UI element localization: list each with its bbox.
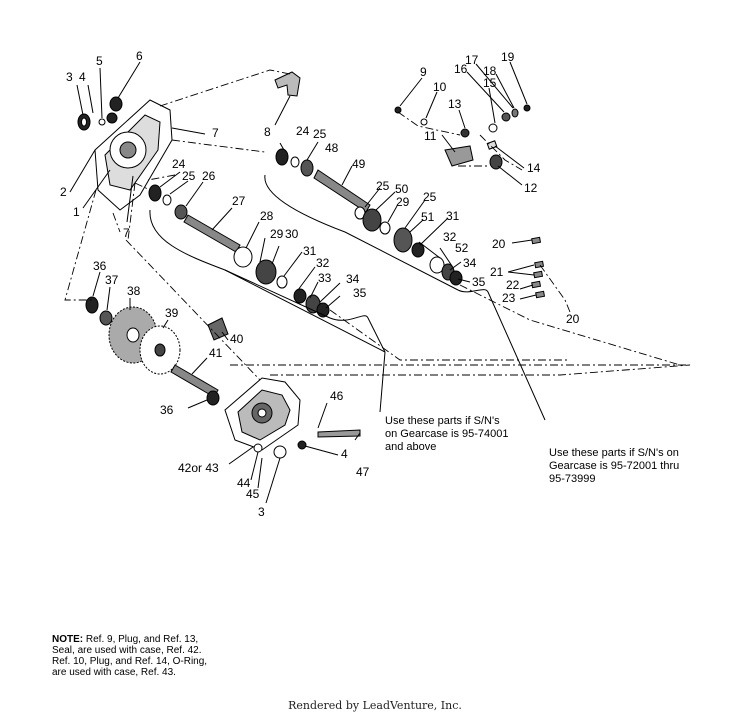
part-label: 33 [318,271,332,285]
part-label: 51 [421,210,435,224]
part-3-seal [77,113,91,131]
part-label: 6 [136,49,143,63]
part-6-bearing [109,96,123,112]
part-label: 32 [443,230,457,244]
part-label: 20 [492,237,506,251]
part-label: 12 [524,181,538,195]
part-labels: 3 4 5 6 2 1 7 7 8 9 10 13 11 15 16 17 18… [60,49,580,519]
part-label: 34 [346,272,360,286]
note-block: NOTE: Ref. 9, Plug, and Ref. 13, Seal, a… [52,634,207,678]
part-label: 7 [123,226,130,240]
note-label: NOTE: [52,634,83,645]
part-label: 3 [258,505,265,519]
caption-line: on Gearcase is 95-74001 [385,428,509,440]
part-label: 24 [296,124,310,138]
part-label: 48 [325,141,339,155]
part-label: 41 [209,346,223,360]
part-label: 44 [237,476,251,490]
caption-line: Use these parts if S/N's on [549,447,679,459]
part-label: 38 [127,284,141,298]
part-label: 15 [483,76,497,90]
note-line: Seal, are used with case, Ref. 42. [52,645,202,656]
part-label: 13 [448,97,462,111]
part-label: 50 [395,182,409,196]
caption-line: and above [385,441,436,453]
part-label: 4 [79,70,86,84]
part-label: 3 [66,70,73,84]
part-label: 36 [93,259,107,273]
part-label: 47 [356,465,370,479]
part-label: 22 [506,278,520,292]
part-label: 21 [490,265,504,279]
part-40-spring [207,317,229,341]
upper-right-small-parts [394,104,531,170]
part-label: 4 [341,447,348,461]
footer-credit: Rendered by LeadVenture, Inc. [288,699,462,712]
part-label: 7 [212,126,219,140]
part-label: 25 [376,179,390,193]
part-label: 1 [73,205,80,219]
part-label: 35 [353,286,367,300]
caption-line: 95-73999 [549,473,596,485]
part-label: 19 [501,50,515,64]
part-label: 10 [433,80,447,94]
upper-shaft-assembly [275,148,463,286]
caption-sn-95-72001: Use these parts if S/N's on Gearcase is … [549,447,679,485]
part-label: 49 [352,157,366,171]
part-label: 28 [260,209,274,223]
part-label: 29 [396,195,410,209]
part-label: 25 [313,127,327,141]
part-label: 26 [202,169,216,183]
part-label: 30 [285,227,299,241]
part-label: 14 [527,161,541,175]
part-label: 31 [446,209,460,223]
part-label: 36 [160,403,174,417]
part-label: 32 [316,256,330,270]
part-label: 42or 43 [178,461,219,475]
alignment-lines [64,69,691,381]
part-label: 34 [463,256,477,270]
part-label: 9 [420,65,427,79]
lower-gearcase-half [224,377,361,459]
part-label: 20 [566,312,580,326]
part-label: 17 [465,53,479,67]
part-label: 8 [264,125,271,139]
part-label: 39 [165,306,179,320]
note-line: Ref. 9, Plug, and Ref. 13, [83,634,198,645]
part-label: 25 [182,169,196,183]
caption-sn-95-74001: Use these parts if S/N's on Gearcase is … [385,415,509,453]
part-label: 52 [455,241,469,255]
part-8-shift-fork [274,71,301,97]
part-label: 11 [424,129,437,143]
part-label: 18 [483,64,497,78]
part-label: 27 [232,194,246,208]
caption-line: Gearcase is 95-72001 thru [549,460,679,472]
middle-shaft-assembly [148,184,330,318]
part-label: 24 [172,157,186,171]
part-label: 5 [96,54,103,68]
svg-text:NOTE: Ref. 9, Plug, and Ref. 1: NOTE: Ref. 9, Plug, and Ref. 13, [52,634,198,645]
grouping-brackets [149,174,546,421]
part-label: 45 [246,487,260,501]
part-label: 23 [502,291,516,305]
part-label: 35 [472,275,486,289]
leader-lines [69,61,537,504]
part-label: 46 [330,389,344,403]
part-label: 25 [423,190,437,204]
part-label: 16 [454,62,468,76]
part-label: 40 [230,332,244,346]
part-label: 29 [270,227,284,241]
upper-gearcase-half [94,99,173,211]
part-label: 2 [60,185,67,199]
note-line: are used with case, Ref. 43. [52,667,176,678]
part-label: 31 [303,244,317,258]
lower-gears [85,296,229,406]
pins-20-23 [531,236,546,299]
caption-line: Use these parts if S/N's [385,415,500,427]
part-label: 37 [105,273,119,287]
note-line: Ref. 10, Plug, and Ref. 14, O-Ring, [52,656,207,667]
